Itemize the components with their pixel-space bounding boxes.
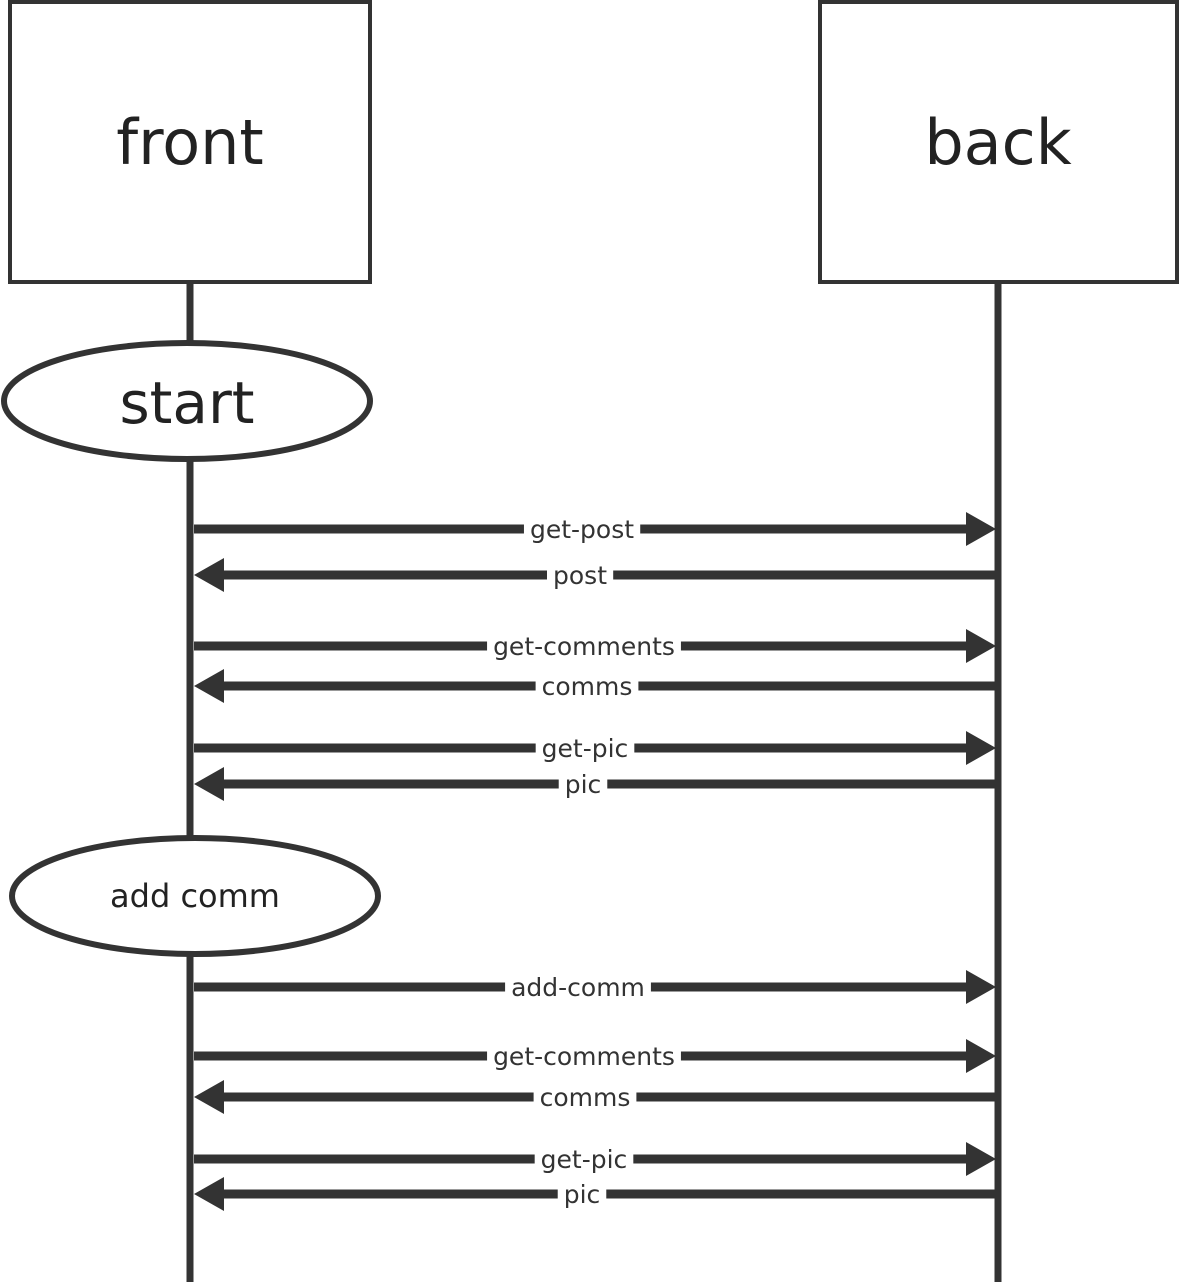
message-arrows: get-post post get-comments comms get-pic pic a…: [194, 512, 996, 1211]
message-label-background: [535, 740, 635, 756]
message-label: get-comments: [493, 632, 675, 661]
message-label: comms: [542, 672, 633, 701]
message-label: get-post: [530, 515, 634, 544]
arrowhead-left-icon: [194, 558, 224, 592]
message-arrow: get-post: [194, 512, 996, 546]
message-arrow: get-pic: [194, 1142, 996, 1176]
message-label: pic: [565, 770, 602, 799]
message-arrow: add-comm: [194, 970, 996, 1004]
arrowhead-left-icon: [194, 767, 224, 801]
message-label-background: [505, 979, 651, 995]
arrowhead-right-icon: [966, 1142, 996, 1176]
arrowhead-right-icon: [966, 1039, 996, 1073]
message-label: pic: [564, 1180, 601, 1209]
front-participant-box: front: [8, 0, 372, 284]
message-arrow: get-pic: [194, 731, 996, 765]
message-arrow: pic: [194, 767, 996, 801]
message-arrow: comms: [194, 1080, 996, 1114]
add-comm-event-label: add comm: [110, 877, 280, 915]
arrowhead-left-icon: [194, 669, 224, 703]
message-label-background: [523, 521, 641, 537]
message-label-background: [557, 1186, 607, 1202]
message-arrow: post: [194, 558, 996, 592]
arrowhead-right-icon: [966, 970, 996, 1004]
arrowhead-left-icon: [194, 1080, 224, 1114]
message-label-background: [533, 1089, 637, 1105]
message-arrow: pic: [194, 1177, 996, 1211]
arrowhead-right-icon: [966, 731, 996, 765]
back-participant-label: back: [924, 106, 1071, 179]
message-label: comms: [540, 1083, 631, 1112]
message-arrow: get-comments: [194, 629, 996, 663]
start-event: start: [1, 340, 373, 462]
message-label-background: [534, 1151, 634, 1167]
arrowhead-left-icon: [194, 1177, 224, 1211]
add-comm-event: add comm: [9, 835, 381, 957]
front-participant-label: front: [116, 106, 264, 179]
arrowhead-right-icon: [966, 512, 996, 546]
message-label: get-comments: [493, 1042, 675, 1071]
message-label-background: [487, 1048, 681, 1064]
message-label: post: [553, 561, 607, 590]
message-arrow: comms: [194, 669, 996, 703]
message-label: get-pic: [541, 1145, 628, 1174]
back-participant-box: back: [818, 0, 1179, 284]
message-label-background: [535, 678, 639, 694]
arrowhead-right-icon: [966, 629, 996, 663]
start-event-label: start: [119, 369, 254, 437]
message-label: get-pic: [542, 734, 629, 763]
message-label-background: [487, 638, 681, 654]
message-arrow: get-comments: [194, 1039, 996, 1073]
message-label: add-comm: [511, 973, 645, 1002]
message-label-background: [547, 567, 614, 583]
message-label-background: [558, 776, 608, 792]
